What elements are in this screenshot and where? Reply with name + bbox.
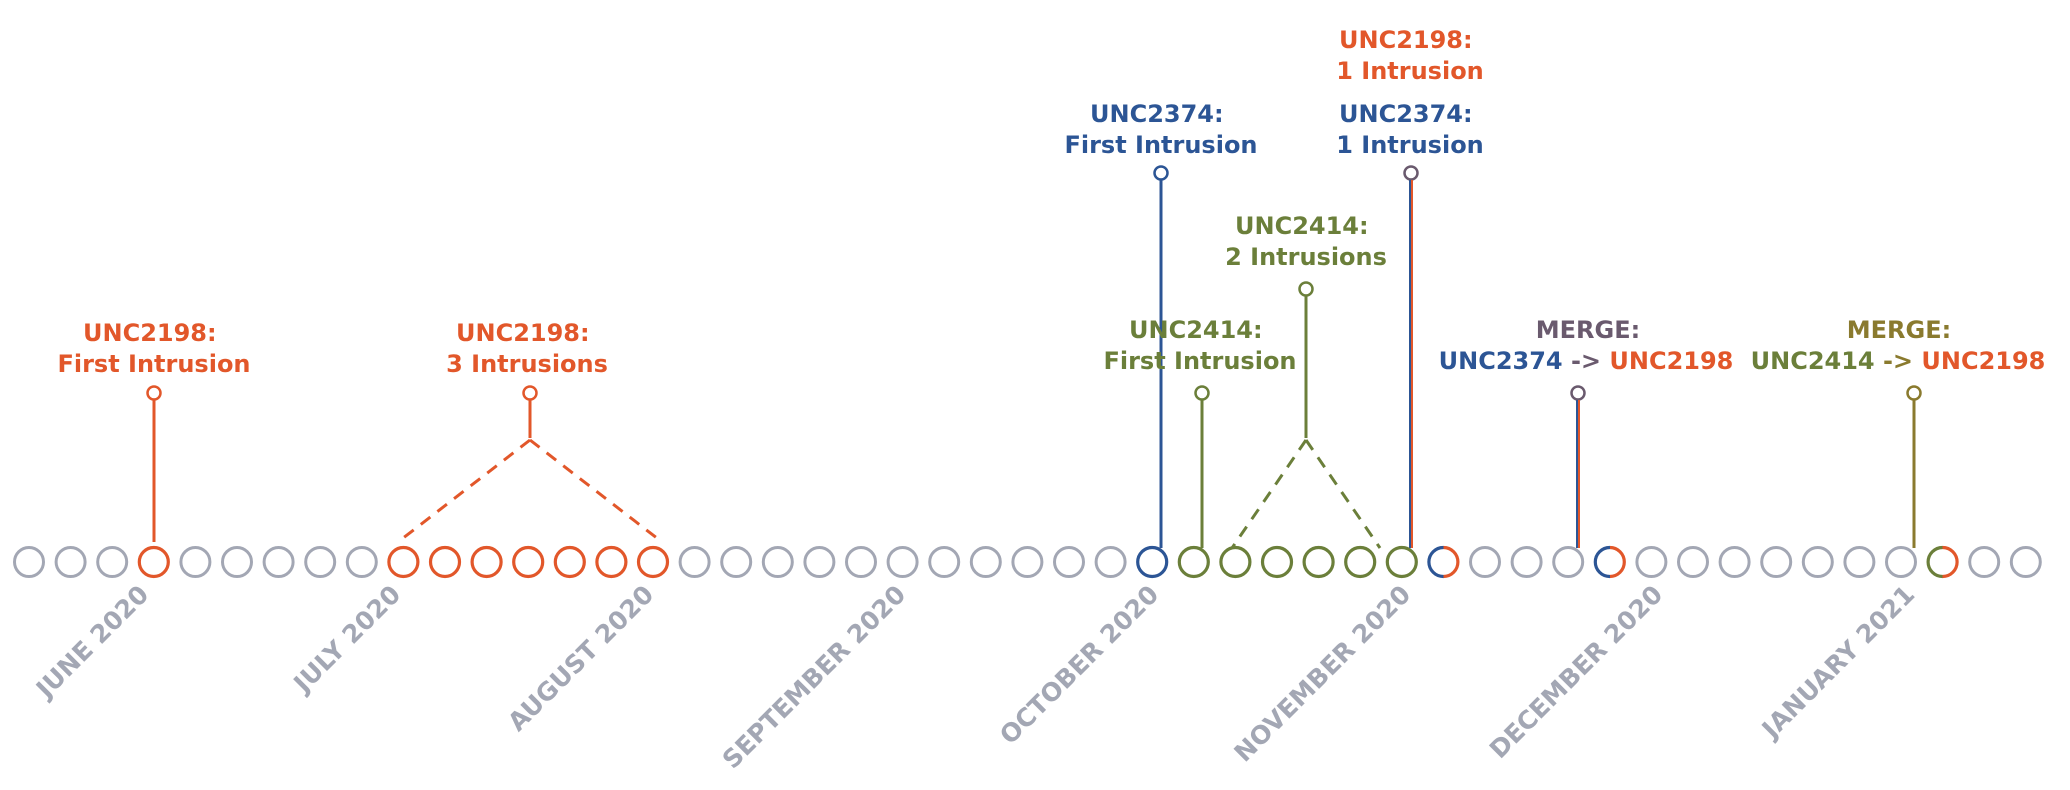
week-circle <box>1469 546 1501 578</box>
week-circle <box>1136 545 1169 579</box>
week-circle <box>428 545 462 579</box>
month-label: JULY 2020 <box>287 580 407 700</box>
month-labels: JUNE 2020 JULY 2020 AUGUST 2020 SEPTEMBE… <box>29 580 1920 775</box>
week-circle <box>1510 546 1543 578</box>
oct-green2-label: UNC2414: 2 Intrusions <box>1225 212 1387 271</box>
week-circle <box>1053 546 1085 578</box>
week-circle <box>761 546 794 578</box>
week-circle <box>969 546 1002 578</box>
week-circle <box>636 545 670 579</box>
month-label: SEPTEMBER 2020 <box>717 580 912 775</box>
july-stem <box>397 385 663 544</box>
week-circle <box>595 545 628 579</box>
week-circle <box>720 546 753 578</box>
week-circle <box>678 546 711 578</box>
jan-merge-stem <box>1906 385 1922 548</box>
week-circle <box>1427 545 1460 579</box>
week-circle <box>1635 546 1668 578</box>
week-circle <box>1926 545 1959 579</box>
week-circle <box>1885 546 1917 578</box>
week-circle <box>54 546 87 578</box>
oct-green-stem <box>1194 385 1210 548</box>
week-circle <box>221 546 253 578</box>
week-circle <box>179 546 212 578</box>
week-circle <box>1552 546 1585 578</box>
nov-orange-label: UNC2198: 1 Intrusion <box>1336 26 1484 85</box>
week-circle <box>928 546 961 578</box>
week-circle <box>1302 545 1335 579</box>
july-label: UNC2198: 3 Intrusions <box>446 319 608 378</box>
week-circle <box>1718 546 1751 578</box>
dec-merge-detail: UNC2374 -> UNC2198 <box>1439 347 1734 375</box>
week-circle <box>1677 546 1709 578</box>
week-circle <box>845 546 877 578</box>
week-circle <box>262 546 295 578</box>
june-stem <box>146 385 162 542</box>
week-circle <box>1760 546 1793 578</box>
week-circle <box>803 546 836 578</box>
dec-merge-title: MERGE: <box>1536 316 1640 344</box>
week-circle <box>886 546 919 578</box>
week-circle <box>1177 545 1210 579</box>
week-circle <box>1219 545 1252 579</box>
oct-blue-stem <box>1153 165 1169 548</box>
week-circle <box>13 546 45 578</box>
june-label: UNC2198: First Intrusion <box>57 319 250 378</box>
week-circle <box>1344 545 1377 579</box>
week-circle <box>512 545 545 579</box>
week-circle <box>2009 546 2042 578</box>
month-label: NOVEMBER 2020 <box>1229 580 1417 768</box>
week-circle <box>96 546 129 578</box>
week-circle <box>553 545 586 579</box>
jan-merge-detail: UNC2414 -> UNC2198 <box>1751 347 2046 375</box>
dec-merge-stem <box>1570 385 1586 548</box>
week-circle <box>345 546 378 578</box>
oct-green2-stem <box>1230 281 1382 549</box>
oct-blue-label: UNC2374: First Intrusion <box>1064 100 1257 159</box>
week-circle <box>1593 545 1626 579</box>
week-circle <box>304 546 337 578</box>
jan-merge-title: MERGE: <box>1847 316 1951 344</box>
week-circle <box>1968 546 2001 578</box>
month-label: OCTOBER 2020 <box>994 580 1164 750</box>
oct-green-label: UNC2414: First Intrusion <box>1103 316 1296 375</box>
month-label: JUNE 2020 <box>29 580 154 705</box>
nov-stem <box>1403 165 1419 548</box>
month-label: DECEMBER 2020 <box>1484 580 1668 764</box>
week-circle <box>1801 546 1834 578</box>
week-circle <box>1011 546 1044 578</box>
week-circle <box>1094 546 1127 578</box>
timeline-circles <box>13 545 2042 579</box>
week-circle <box>1385 545 1418 579</box>
nov-blue-label: UNC2374: 1 Intrusion <box>1336 100 1484 159</box>
month-label: AUGUST 2020 <box>502 580 659 737</box>
week-circle <box>137 545 170 579</box>
week-circle <box>1843 546 1876 578</box>
week-circle <box>1260 545 1294 579</box>
week-circle <box>470 545 503 579</box>
week-circle <box>387 545 420 579</box>
month-label: JANUARY 2021 <box>1755 580 1920 745</box>
